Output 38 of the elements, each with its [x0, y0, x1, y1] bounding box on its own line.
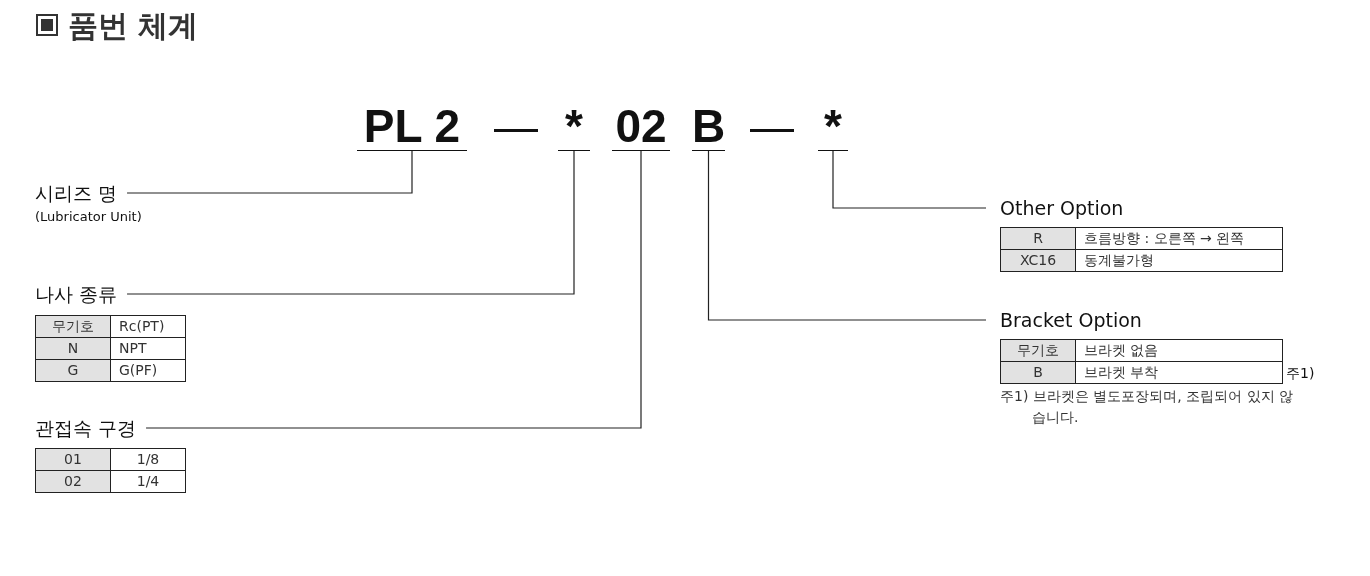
- table-cell: N: [35, 337, 111, 360]
- table-cell: 흐름방향 : 오른쪽 → 왼쪽: [1075, 227, 1283, 250]
- table-cell: 무기호: [35, 315, 111, 338]
- table-cell: R: [1000, 227, 1076, 250]
- table-cell: 02: [35, 470, 111, 493]
- table-cell: XC16: [1000, 249, 1076, 272]
- separator-dash: —: [494, 103, 538, 151]
- table-cell: Rc(PT): [110, 315, 186, 338]
- leader-heading: Bracket Option: [1000, 309, 1142, 331]
- code-segment: *: [818, 102, 848, 151]
- footnote-mark: 주1): [1286, 365, 1315, 383]
- code-segment: PL 2: [357, 102, 467, 151]
- table-cell: 동계불가형: [1075, 249, 1283, 272]
- leader-heading: 나사 종류: [35, 283, 118, 305]
- table-cell: 01: [35, 448, 111, 471]
- table-cell: G(PF): [110, 359, 186, 382]
- subtitle: (Lubricator Unit): [35, 209, 142, 224]
- separator-dash: —: [750, 103, 794, 151]
- leader-line: [707, 150, 987, 321]
- code-segment: 02: [612, 102, 670, 151]
- table-cell: 1/8: [110, 448, 186, 471]
- footnote: 주1) 브라켓은 별도포장되며, 조립되어 있지 않습니다.: [1000, 387, 1294, 427]
- table-cell: G: [35, 359, 111, 382]
- table-cell: 1/4: [110, 470, 186, 493]
- leader-heading: Other Option: [1000, 197, 1124, 219]
- leader-line: [126, 150, 575, 295]
- leader-heading: 시리즈 명: [35, 182, 118, 204]
- code-segment: *: [558, 102, 590, 151]
- leader-line: [126, 150, 413, 194]
- leader-line: [145, 150, 642, 429]
- table-cell: 무기호: [1000, 339, 1076, 362]
- table-cell: 브라켓 없음: [1075, 339, 1283, 362]
- leader-line: [832, 150, 987, 209]
- table-cell: B: [1000, 361, 1076, 384]
- table-cell: 브라켓 부착: [1075, 361, 1283, 384]
- leader-heading: 관접속 구경: [35, 417, 137, 439]
- title: 품번 체계: [68, 7, 199, 45]
- code-segment: B: [692, 102, 725, 151]
